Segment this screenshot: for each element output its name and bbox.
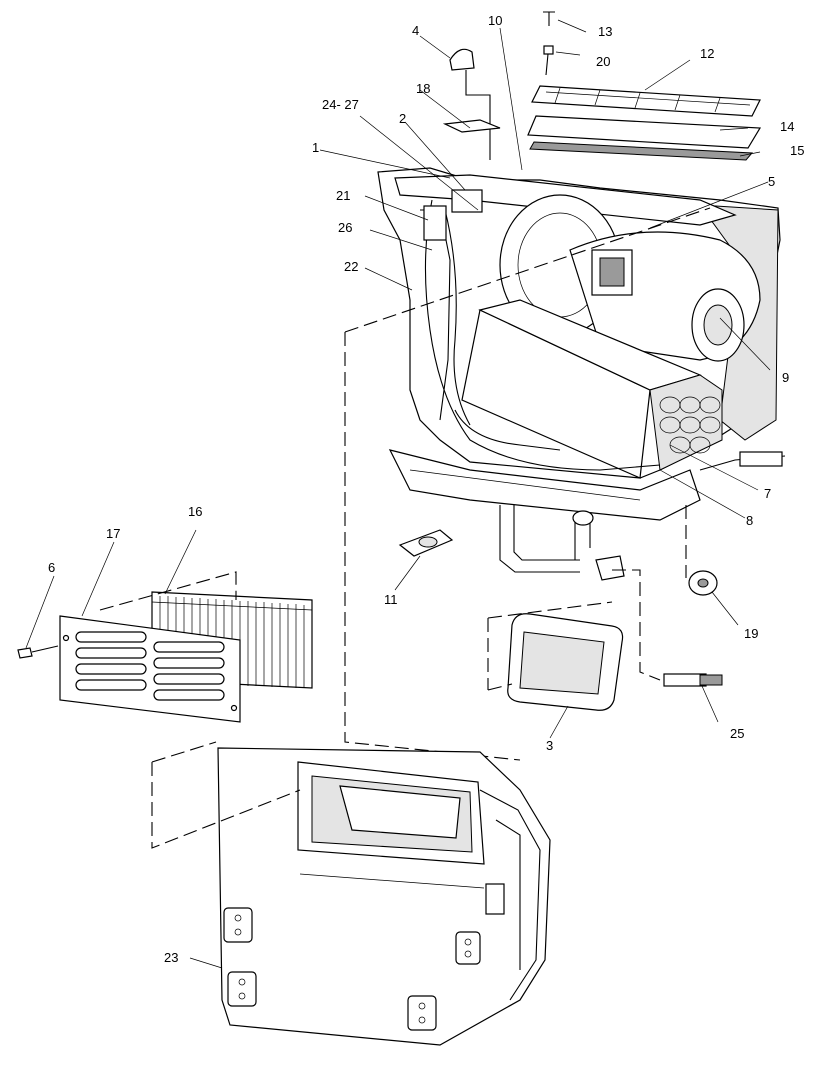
hose-fitting-part — [595, 555, 723, 723]
callout-1: 1 — [312, 140, 319, 155]
callout-5: 5 — [768, 174, 775, 189]
clip-part — [449, 48, 491, 160]
callout-9: 9 — [782, 370, 789, 385]
top-panel-part — [527, 115, 762, 149]
callout-25: 25 — [730, 726, 744, 741]
callout-20: 20 — [596, 54, 610, 69]
top-grille-part — [531, 85, 761, 117]
filter-mat-part — [529, 141, 754, 161]
callout-15: 15 — [790, 143, 804, 158]
callout-22: 22 — [344, 259, 358, 274]
grommet-part — [688, 570, 739, 626]
callout-7: 7 — [764, 486, 771, 501]
callout-6: 6 — [48, 560, 55, 575]
gasket-frame-part — [487, 601, 624, 739]
callout-3: 3 — [546, 738, 553, 753]
callout-23: 23 — [164, 950, 178, 965]
callout-12: 12 — [700, 46, 714, 61]
bracket-part — [394, 529, 454, 591]
callout-21: 21 — [336, 188, 350, 203]
callout-14: 14 — [780, 119, 794, 134]
callout-11: 11 — [384, 592, 398, 607]
callout-2: 2 — [399, 111, 406, 126]
screw-6-part — [17, 575, 59, 659]
grille-part — [59, 541, 241, 723]
gasket-part — [442, 119, 501, 133]
callout-8: 8 — [746, 513, 753, 528]
callout-26: 26 — [338, 220, 352, 235]
callout-10: 10 — [488, 13, 502, 28]
callout-4: 4 — [412, 23, 419, 38]
callout-19: 19 — [744, 626, 758, 641]
callout-16: 16 — [188, 504, 202, 519]
lower-housing-part — [151, 741, 551, 1046]
screw-part — [543, 11, 555, 26]
callout-24-27: 24- 27 — [322, 97, 359, 112]
callout-18: 18 — [416, 81, 430, 96]
fastener-part — [543, 45, 554, 76]
heater-unit-assembly — [319, 19, 786, 761]
callout-13: 13 — [598, 24, 612, 39]
callout-17: 17 — [106, 526, 120, 541]
